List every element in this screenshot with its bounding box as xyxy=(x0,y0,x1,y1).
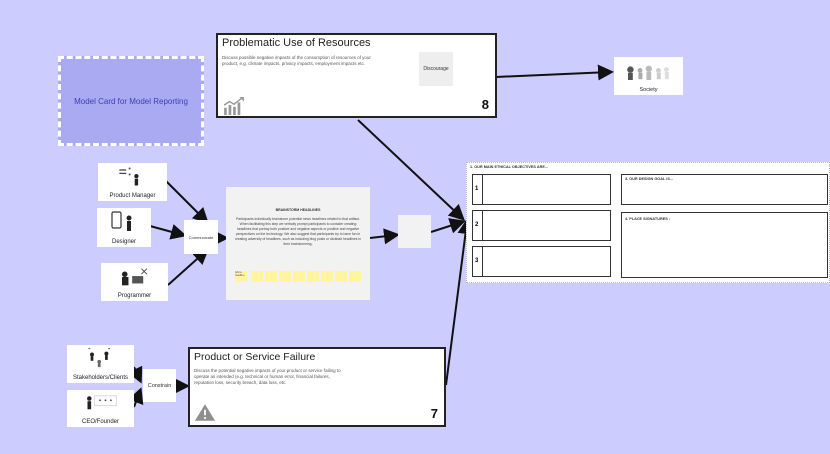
objective-row-3[interactable]: 3 xyxy=(472,246,611,277)
failure-card[interactable]: Product or Service Failure Discuss the p… xyxy=(188,347,446,427)
objectives-heading: 1. OUR MAIN ETHICAL OBJECTIVES ARE... xyxy=(470,165,549,169)
sticky-label: Add a headline xyxy=(235,271,245,277)
sticky-note[interactable] xyxy=(321,271,333,282)
role-ceo[interactable]: CEO/Founder xyxy=(67,390,134,427)
sticky-note[interactable] xyxy=(251,271,263,282)
brainstorm-card[interactable]: BRAINSTORM HEADLINES Participants indivi… xyxy=(226,187,370,300)
designer-icon xyxy=(111,211,132,231)
sticky-note-label[interactable]: Add a headline xyxy=(235,271,247,282)
sticky-note[interactable] xyxy=(279,271,291,282)
sticky-note[interactable] xyxy=(307,271,319,282)
objective-row-number: 3 xyxy=(475,258,479,264)
objective-row-number: 1 xyxy=(475,186,479,192)
sticky-note[interactable] xyxy=(335,271,347,282)
signatures-label: 4. PLACE SIGNATURES : xyxy=(625,217,671,221)
design-goal-label: 3. OUR DESIGN GOAL IS... xyxy=(625,177,674,181)
constrain-label: Constrain xyxy=(147,382,172,389)
society-card[interactable]: Society xyxy=(614,57,683,95)
discourage-box[interactable]: Discourage xyxy=(419,52,453,86)
chart-growth-icon xyxy=(223,97,244,115)
designer-label: Designer xyxy=(111,239,136,245)
communicate-box[interactable]: Communicate xyxy=(184,220,218,254)
objectives-board[interactable]: 1. OUR MAIN ETHICAL OBJECTIVES ARE... 1 … xyxy=(466,162,830,283)
society-label: Society xyxy=(639,87,658,93)
product-manager-icon xyxy=(119,167,139,186)
objective-row-number: 2 xyxy=(475,222,479,228)
resources-number: 8 xyxy=(481,97,489,112)
society-icon xyxy=(627,65,669,80)
product-manager-label: Product Manager xyxy=(109,193,156,199)
warning-icon xyxy=(194,404,216,421)
objective-row-2[interactable]: 2 xyxy=(472,210,611,241)
role-designer[interactable]: Designer xyxy=(97,208,151,247)
stakeholders-icon xyxy=(88,348,110,368)
objective-row-1[interactable]: 1 xyxy=(472,174,611,205)
model-card-label: Model Card for Model Reporting xyxy=(74,96,188,106)
constrain-box[interactable]: Constrain xyxy=(143,369,176,402)
blank-box[interactable] xyxy=(398,215,431,248)
sticky-note[interactable] xyxy=(265,271,277,282)
programmer-icon xyxy=(122,268,148,286)
resources-description: Discuss possible negative impacts of the… xyxy=(222,55,371,66)
sticky-note[interactable] xyxy=(349,271,361,282)
ceo-label: CEO/Founder xyxy=(81,419,120,425)
brainstorm-title: BRAINSTORM HEADLINES xyxy=(275,208,321,212)
failure-number: 7 xyxy=(430,406,438,421)
signatures-box[interactable]: 4. PLACE SIGNATURES : xyxy=(621,212,828,278)
resources-title: Problematic Use of Resources xyxy=(222,37,371,49)
discourage-label: Discourage xyxy=(423,66,449,72)
resources-card[interactable]: Problematic Use of Resources Discuss pos… xyxy=(216,33,497,118)
programmer-label: Programmer xyxy=(117,293,152,299)
brainstorm-body: Participants individually brainstorm pot… xyxy=(234,217,362,246)
sticky-note[interactable] xyxy=(293,271,305,282)
model-card[interactable]: Model Card for Model Reporting xyxy=(58,56,204,146)
role-product-manager[interactable]: Product Manager xyxy=(98,163,167,201)
failure-description: Discuss the potential negative impacts o… xyxy=(194,368,341,385)
design-goal-box[interactable]: 3. OUR DESIGN GOAL IS... xyxy=(621,174,828,205)
ceo-icon xyxy=(87,395,117,410)
communicate-label: Communicate xyxy=(188,234,214,240)
stakeholders-label: Stakeholders/Clients xyxy=(72,375,129,381)
role-programmer[interactable]: Programmer xyxy=(101,263,168,301)
role-stakeholders[interactable]: Stakeholders/Clients xyxy=(67,345,134,383)
failure-title: Product or Service Failure xyxy=(194,351,316,363)
